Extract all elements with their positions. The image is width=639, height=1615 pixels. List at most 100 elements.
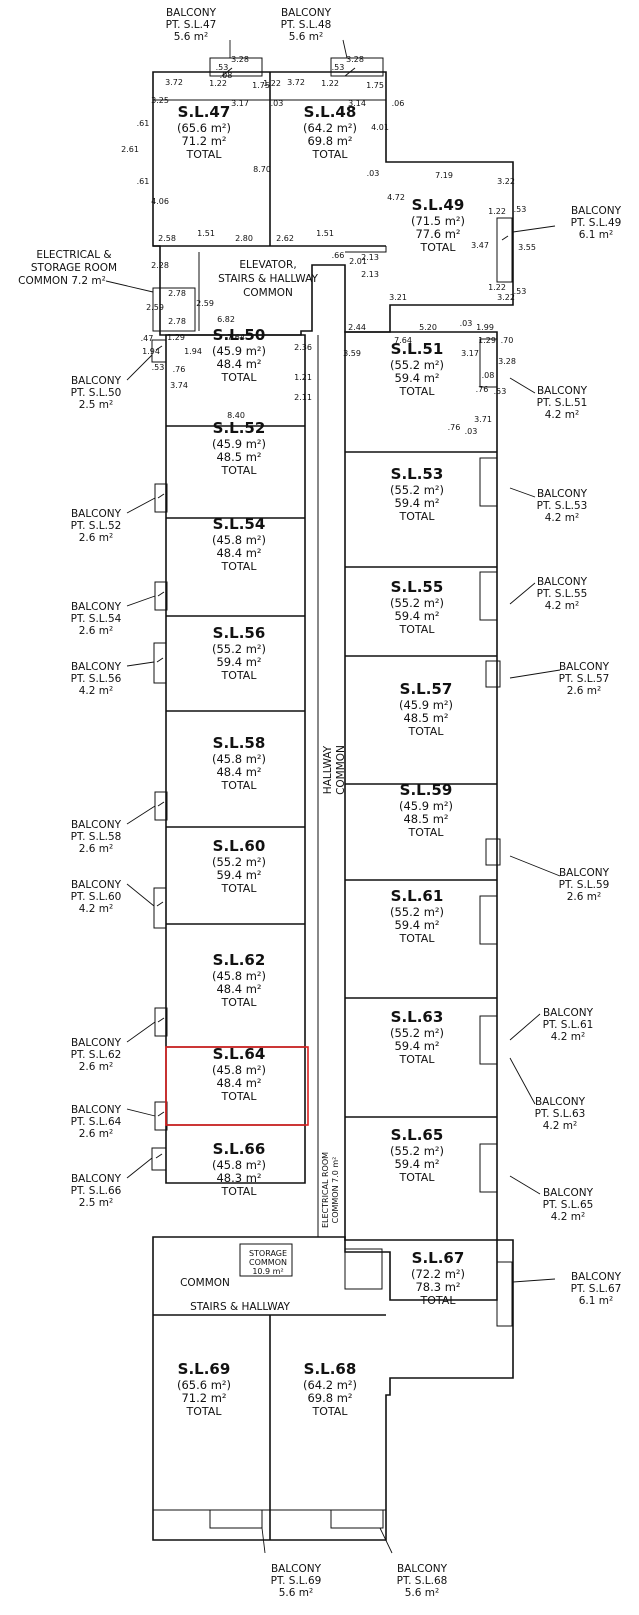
balcony-heading: BALCONY bbox=[71, 1037, 122, 1049]
dimension-label: 2.62 bbox=[276, 234, 294, 243]
balcony-area: 4.2 m² bbox=[545, 600, 579, 612]
balcony-unit: PT. S.L.64 bbox=[71, 1116, 122, 1128]
dimension-label: .53 bbox=[216, 63, 229, 72]
dimension-label: 2.59 bbox=[146, 303, 164, 312]
balcony-heading: BALCONY bbox=[71, 601, 122, 613]
dimension-label: 1.94 bbox=[142, 347, 160, 356]
dimension-label: .66 bbox=[332, 251, 345, 260]
balcony-unit: PT. S.L.60 bbox=[71, 891, 122, 903]
balcony-area: 6.1 m² bbox=[579, 229, 613, 241]
unit-total-label: TOTAL bbox=[399, 623, 436, 636]
balcony-unit: PT. S.L.56 bbox=[71, 673, 122, 685]
unit-total-area: 48.5 m² bbox=[216, 450, 261, 464]
unit-name: S.L.47 bbox=[178, 103, 231, 121]
dimension-label: .06 bbox=[392, 99, 405, 108]
dimension-label: 2.80 bbox=[235, 234, 253, 243]
balcony-unit: PT. S.L.62 bbox=[71, 1049, 122, 1061]
dimension-label: 1.22 bbox=[209, 79, 227, 88]
balcony-heading: BALCONY bbox=[537, 576, 588, 588]
dimension-label: 1.51 bbox=[316, 229, 334, 238]
balcony-area: 6.1 m² bbox=[579, 1295, 613, 1307]
unit-name: S.L.61 bbox=[391, 887, 444, 905]
dimension-label: 3.21 bbox=[389, 293, 407, 302]
balcony-area: 5.6 m² bbox=[405, 1587, 439, 1599]
dimension-label: 3.17 bbox=[461, 349, 479, 358]
unit-name: S.L.58 bbox=[213, 734, 266, 752]
unit-total-area: 59.4 m² bbox=[394, 496, 439, 510]
unit-total-label: TOTAL bbox=[221, 560, 258, 573]
balcony-area: 5.6 m² bbox=[174, 31, 208, 43]
dimension-label: 2.36 bbox=[294, 343, 312, 352]
dimension-label: .70 bbox=[501, 336, 514, 345]
dimension-label: 4.06 bbox=[151, 197, 169, 206]
unit-total-area: 71.2 m² bbox=[181, 1391, 226, 1405]
unit-area: (71.5 m²) bbox=[411, 214, 465, 228]
dimension-label: 2.61 bbox=[121, 145, 139, 154]
balcony-unit: PT. S.L.53 bbox=[537, 500, 588, 512]
dimension-label: .08 bbox=[220, 71, 233, 80]
balcony-unit: PT. S.L.69 bbox=[271, 1575, 322, 1587]
unit-area: (72.2 m²) bbox=[411, 1267, 465, 1281]
dimension-label: 2.58 bbox=[158, 234, 176, 243]
unit-total-area: 48.4 m² bbox=[216, 1076, 261, 1090]
balcony-heading: BALCONY bbox=[71, 375, 122, 387]
balcony-heading: BALCONY bbox=[71, 819, 122, 831]
balcony-leaders bbox=[105, 39, 561, 1554]
unit-area: (45.8 m²) bbox=[212, 533, 266, 547]
unit-total-area: 59.4 m² bbox=[216, 868, 261, 882]
dimension-label: .03 bbox=[367, 169, 380, 178]
balcony-unit: PT. S.L.51 bbox=[537, 397, 588, 409]
unit-total-label: TOTAL bbox=[221, 882, 258, 895]
dimension-label: 3.17 bbox=[231, 99, 249, 108]
unit-total-label: TOTAL bbox=[399, 1053, 436, 1066]
unit-name: S.L.54 bbox=[213, 515, 266, 533]
dimension-label: .03 bbox=[271, 99, 284, 108]
unit-name: S.L.62 bbox=[213, 951, 266, 969]
unit-total-area: 78.3 m² bbox=[415, 1280, 460, 1294]
dimension-label: 8.70 bbox=[253, 165, 271, 174]
unit-total-area: 59.4 m² bbox=[394, 918, 439, 932]
unit-name: S.L.68 bbox=[304, 1360, 357, 1378]
dimension-label: 6.82 bbox=[217, 315, 235, 324]
dimension-label: 4.01 bbox=[371, 123, 389, 132]
dimension-label: 3.55 bbox=[518, 243, 536, 252]
unit-total-label: TOTAL bbox=[186, 148, 223, 161]
hallway-common-label: HALLWAY COMMON bbox=[322, 745, 347, 795]
unit-area: (65.6 m²) bbox=[177, 121, 231, 135]
dimension-label: 3.28 bbox=[231, 55, 249, 64]
balcony-area: 4.2 m² bbox=[79, 685, 113, 697]
balcony-area: 5.6 m² bbox=[279, 1587, 313, 1599]
unit-total-label: TOTAL bbox=[221, 669, 258, 682]
balcony-unit: PT. S.L.54 bbox=[71, 613, 122, 625]
dimension-label: 3.22 bbox=[497, 177, 515, 186]
unit-area: (55.2 m²) bbox=[390, 596, 444, 610]
unit-total-area: 59.4 m² bbox=[394, 371, 439, 385]
dimension-label: .47 bbox=[141, 334, 154, 343]
unit-total-label: TOTAL bbox=[420, 1294, 457, 1307]
unit-total-area: 48.4 m² bbox=[216, 765, 261, 779]
elevator-line2: STAIRS & HALLWAY bbox=[218, 273, 318, 285]
balcony-heading: BALCONY bbox=[71, 1173, 122, 1185]
dimension-label: 8.40 bbox=[227, 411, 245, 420]
highlighted-unit-outline bbox=[165, 1046, 309, 1126]
balcony-heading: BALCONY bbox=[571, 1271, 622, 1283]
dimension-label: 3.47 bbox=[471, 241, 489, 250]
balcony-area: 2.6 m² bbox=[79, 843, 113, 855]
